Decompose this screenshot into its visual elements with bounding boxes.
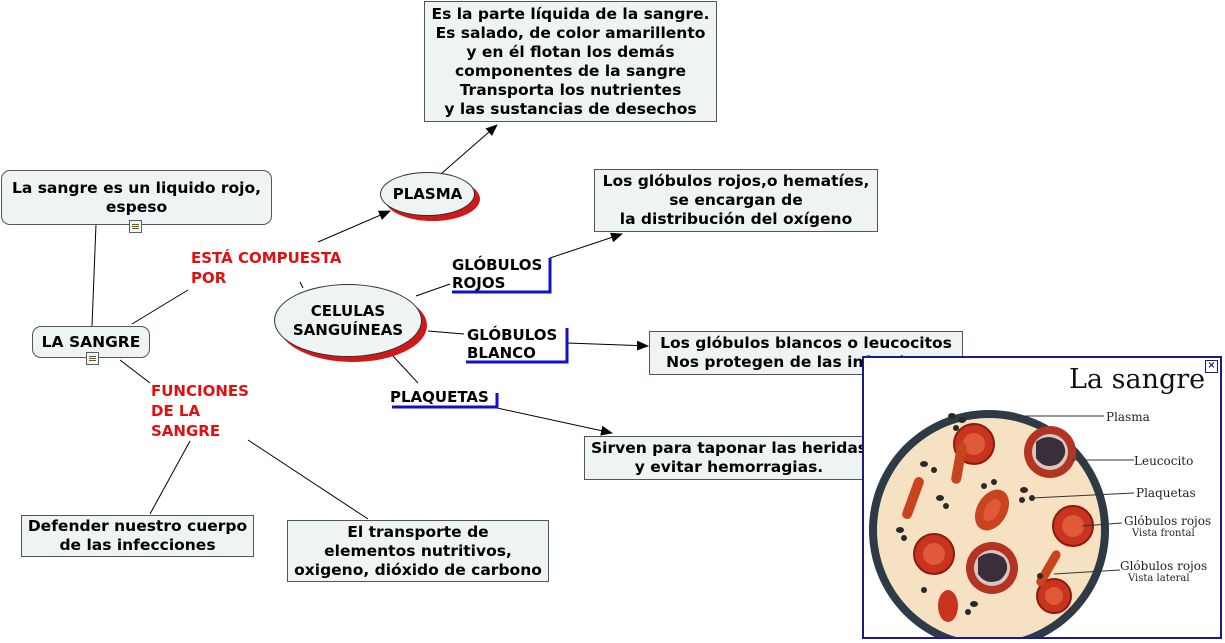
node-plasma-desc[interactable]: Es la parte líquida de la sangre. Es sal… <box>424 1 717 122</box>
arrow-to-rojos-desc <box>549 232 623 259</box>
note-icon[interactable] <box>86 352 99 365</box>
compuesta-line-1: ESTÁ COMPUESTA <box>191 249 342 267</box>
plaquetas-link-label: PLAQUETAS <box>390 388 489 406</box>
line-celulas-rojos <box>415 283 451 297</box>
transporte-line-1: El transporte de <box>347 522 489 541</box>
image-label-plasma: Plasma <box>1106 410 1150 424</box>
transporte-line-3: oxigeno, dióxido de carbono <box>294 560 542 579</box>
close-icon[interactable]: × <box>1205 360 1218 373</box>
la-sangre-label: LA SANGRE <box>41 332 141 351</box>
node-transporte[interactable]: El transporte de elementos nutritivos, o… <box>287 520 549 582</box>
image-label-leucocito: Leucocito <box>1134 454 1194 468</box>
rojos-desc-line-1: Los glóbulos rojos,o hematíes, <box>602 172 870 190</box>
line-funciones-defender <box>149 440 191 515</box>
image-title: La sangre <box>1069 364 1206 395</box>
arrow-to-plaquetas-desc <box>496 407 613 436</box>
node-plasma[interactable]: PLASMA <box>380 172 475 216</box>
node-definicion[interactable]: La sangre es un liquido rojo, espeso <box>1 170 272 225</box>
image-label-rojos-lateral: Glóbulos rojos Vista lateral <box>1120 559 1207 584</box>
rojos-lateral-label: Glóbulos rojos <box>1120 559 1208 573</box>
rojos-link-line-2: ROJOS <box>452 274 506 292</box>
defender-line-2: de las infecciones <box>59 536 216 554</box>
link-globulos-blanco: GLÓBULOS BLANCO <box>467 326 557 362</box>
line-sangre-compuesta <box>131 289 189 325</box>
node-celulas[interactable]: CELULAS SANGUÍNEAS <box>274 284 422 357</box>
plasma-desc-line-3: y en él flotan los demás <box>466 42 675 61</box>
arrow-to-plasma-desc <box>441 124 498 174</box>
link-plaquetas: PLAQUETAS <box>390 388 489 406</box>
compuesta-line-2: POR <box>191 269 227 287</box>
plasma-label: PLASMA <box>392 184 463 203</box>
funciones-line-1: FUNCIONES <box>151 382 249 400</box>
transporte-line-2: elementos nutritivos, <box>324 541 512 560</box>
plasma-desc-line-6: y las sustancias de desechos <box>444 99 697 118</box>
line-sangre-definicion <box>91 223 97 327</box>
plaquetas-desc-line-1: Sirven para taponar las heridas <box>590 439 868 457</box>
funciones-line-3: SANGRE <box>151 422 221 440</box>
rojos-frontal-sub: Vista frontal <box>1132 528 1195 539</box>
node-plaquetas-desc[interactable]: Sirven para taponar las heridas y evitar… <box>584 436 874 480</box>
blanco-link-line-1: GLÓBULOS <box>467 326 558 344</box>
blanco-link-line-2: BLANCO <box>467 344 536 362</box>
plasma-desc-line-1: Es la parte líquida de la sangre. <box>431 4 710 23</box>
line-sangre-funciones <box>119 359 151 384</box>
note-icon[interactable] <box>129 220 142 233</box>
bracket-plaquetas <box>392 393 499 409</box>
plasma-desc-line-5: Transporta los nutrientes <box>459 80 682 99</box>
plasma-desc-line-2: Es salado, de color amarillento <box>435 23 706 42</box>
plasma-desc-line-4: componentes de la sangre <box>454 61 686 80</box>
arrow-to-blancos-desc <box>566 340 649 351</box>
celulas-line-2: SANGUÍNEAS <box>292 320 404 339</box>
node-defender[interactable]: Defender nuestro cuerpo de las infeccion… <box>21 515 254 557</box>
celulas-line-1: CELULAS <box>310 301 386 320</box>
rojos-desc-line-3: la distribución del oxígeno <box>619 210 853 228</box>
blancos-desc-line-1: Los glóbulos blancos o leucocitos <box>660 334 952 352</box>
blood-cells-illustration <box>869 410 1135 637</box>
line-celulas-plaquetas <box>391 354 419 384</box>
definicion-line-2: espeso <box>105 197 168 216</box>
line-celulas-blanco <box>427 330 465 335</box>
bracket-rojos <box>452 258 552 294</box>
line-compuesta-celulas <box>299 281 304 289</box>
definicion-line-1: La sangre es un liquido rojo, <box>11 178 262 197</box>
line-funciones-transporte <box>247 439 369 520</box>
defender-line-1: Defender nuestro cuerpo <box>27 517 248 535</box>
node-rojos-desc[interactable]: Los glóbulos rojos,o hematíes, se encarg… <box>594 169 878 232</box>
image-label-rojos-frontal: Glóbulos rojos Vista frontal <box>1124 514 1211 539</box>
blood-image-panel: × La sangre Plasma Leucocito Plaquetas G… <box>862 356 1222 639</box>
image-label-plaquetas: Plaquetas <box>1136 486 1196 500</box>
link-compuesta: ESTÁ COMPUESTA POR <box>191 248 342 288</box>
link-globulos-rojos: GLÓBULOS ROJOS <box>452 256 542 292</box>
rojos-frontal-label: Glóbulos rojos <box>1124 514 1212 528</box>
funciones-line-2: DE LA <box>151 402 201 420</box>
rojos-lateral-sub: Vista lateral <box>1128 573 1190 584</box>
bracket-blanco <box>466 328 569 364</box>
rojos-link-line-1: GLÓBULOS <box>452 256 543 274</box>
rojos-desc-line-2: se encargan de <box>669 191 803 209</box>
plaquetas-desc-line-2: y evitar hemorragias. <box>634 458 824 476</box>
link-funciones: FUNCIONES DE LA SANGRE <box>151 381 249 441</box>
arrow-to-plasma <box>317 210 391 243</box>
